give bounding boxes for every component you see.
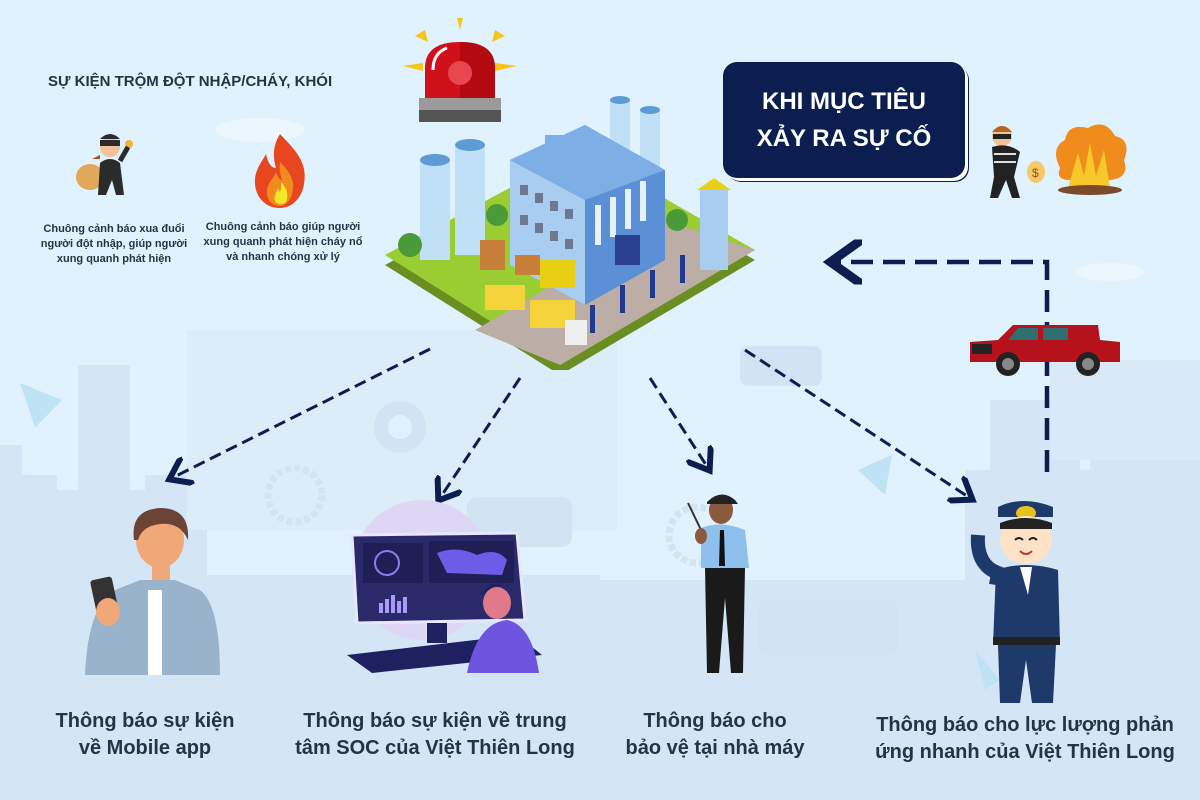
gear-icon [374,401,426,453]
explosion-icon [1056,124,1127,195]
fire-icon [254,134,305,208]
event-title: SỰ KIỆN TRỘM ĐỘT NHẬP/CHÁY, KHÓI [48,73,333,90]
event-description-intrusion: Chuông cảnh báo xua đuổi người đột nhập,… [40,223,188,265]
siren-icon [403,18,517,122]
thief-icon [76,134,133,195]
event-description-fire: Chuông cảnh báo giúp người xung quanh ph… [203,221,363,263]
soc-monitor-operator-icon [347,500,542,673]
caption-rapid-response: Thông báo cho lực lượng phản ứng nhanh c… [875,714,1175,763]
svg-text:$: $ [1032,166,1039,180]
security-guard-icon [687,494,749,673]
cloud-decoration [215,118,1145,281]
caption-soc: Thông báo sự kiện về trung tâm SOC của V… [295,710,575,759]
police-officer-icon [970,501,1060,703]
caption-security-guard: Thông báo cho bảo vệ tại nhà máy [625,710,805,759]
red-pickup-truck-icon [970,325,1120,376]
robber-with-money-bag-icon: $ [990,126,1045,198]
incident-callout: KHI MỤC TIÊU XẢY RA SỰ CỐ [723,62,965,178]
caption-mobile-app: Thông báo sự kiện về Mobile app [55,710,235,759]
man-with-phone-icon [85,508,220,675]
factory-building-icon [385,96,755,370]
